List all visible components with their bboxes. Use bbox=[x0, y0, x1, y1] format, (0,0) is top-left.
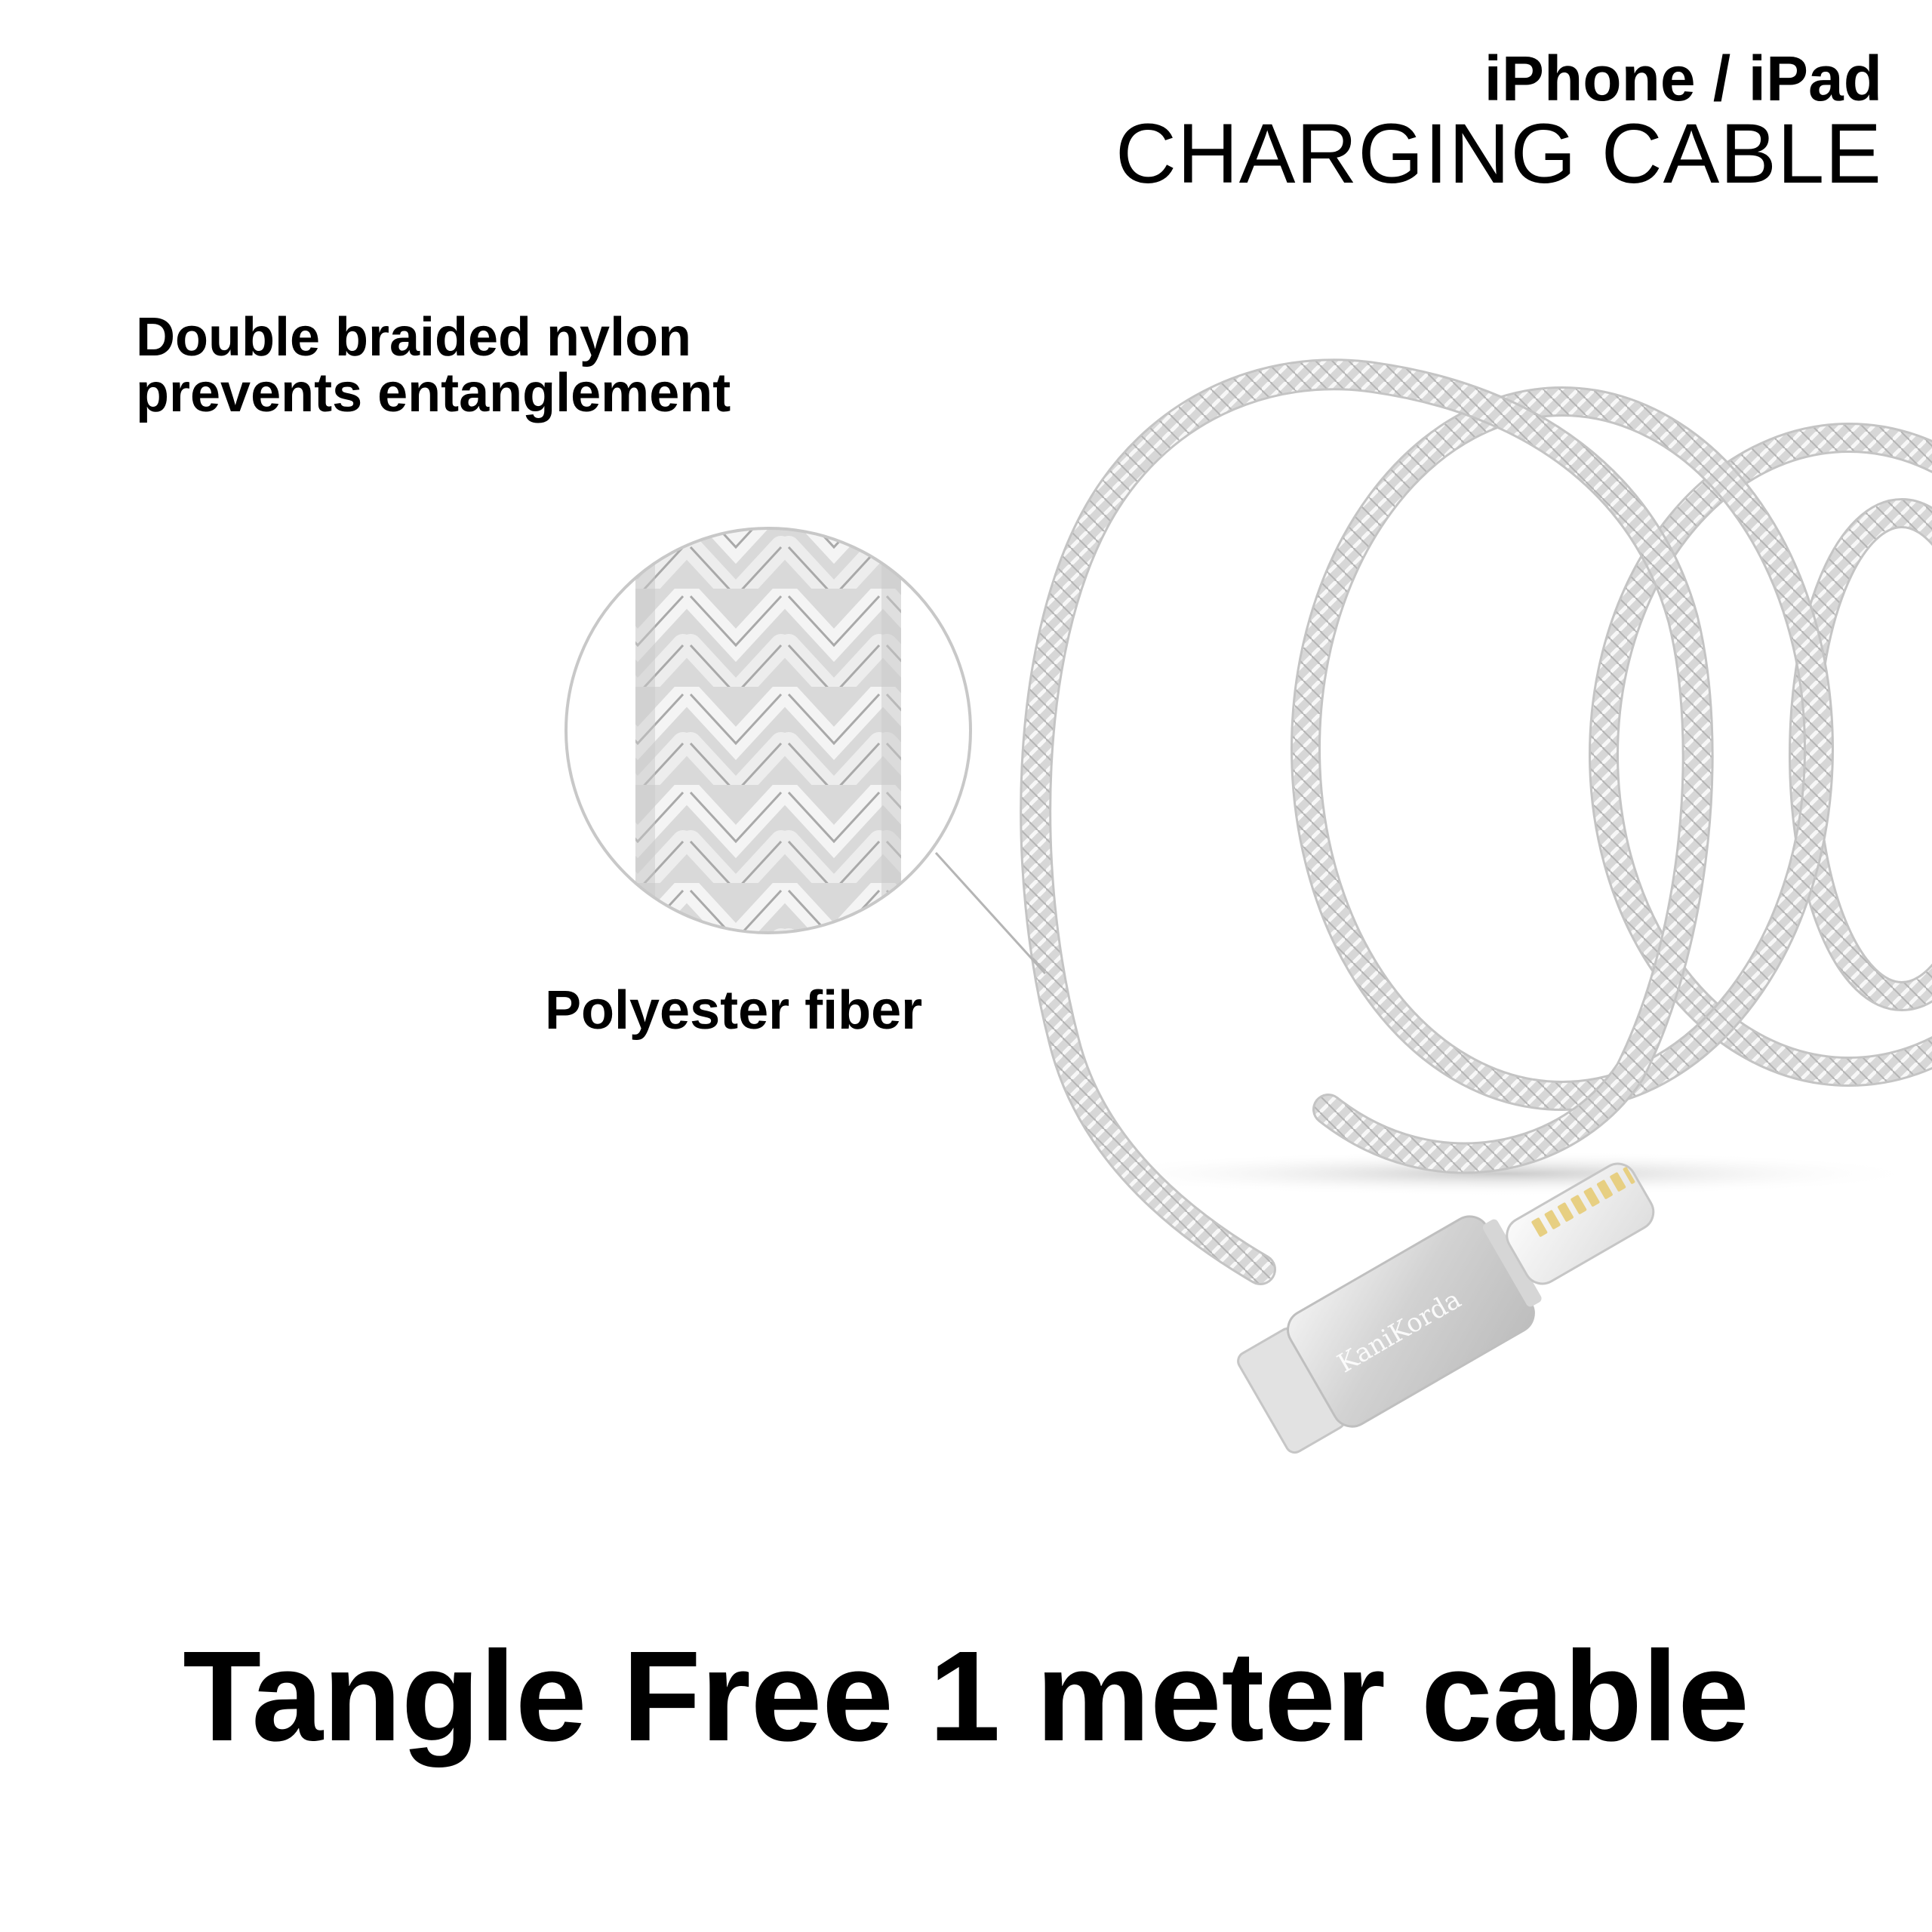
braid-feature-line1: Double braided nylon bbox=[136, 307, 692, 368]
braided-cable-front bbox=[1020, 358, 1714, 1285]
braid-feature-text: Double braided nylon prevents entangleme… bbox=[136, 309, 731, 421]
lightning-connector-icon: KaniKorda bbox=[1237, 1162, 1655, 1454]
callout-leader-line bbox=[934, 851, 1047, 975]
fiber-callout-label: Polyester fiber bbox=[545, 980, 923, 1041]
product-compatibility: iPhone / iPad bbox=[1484, 43, 1882, 114]
braid-feature-line2: prevents entanglement bbox=[136, 363, 731, 423]
product-title: CHARGING CABLE bbox=[1115, 106, 1882, 202]
braid-magnifier bbox=[565, 527, 972, 934]
product-header: iPhone / iPad CHARGING CABLE bbox=[1115, 45, 1882, 196]
cable-shadow bbox=[1079, 1151, 1924, 1196]
braided-cable-coils bbox=[1291, 386, 1932, 1111]
headline: Tangle Free 1 meter cable bbox=[183, 1625, 1749, 1768]
